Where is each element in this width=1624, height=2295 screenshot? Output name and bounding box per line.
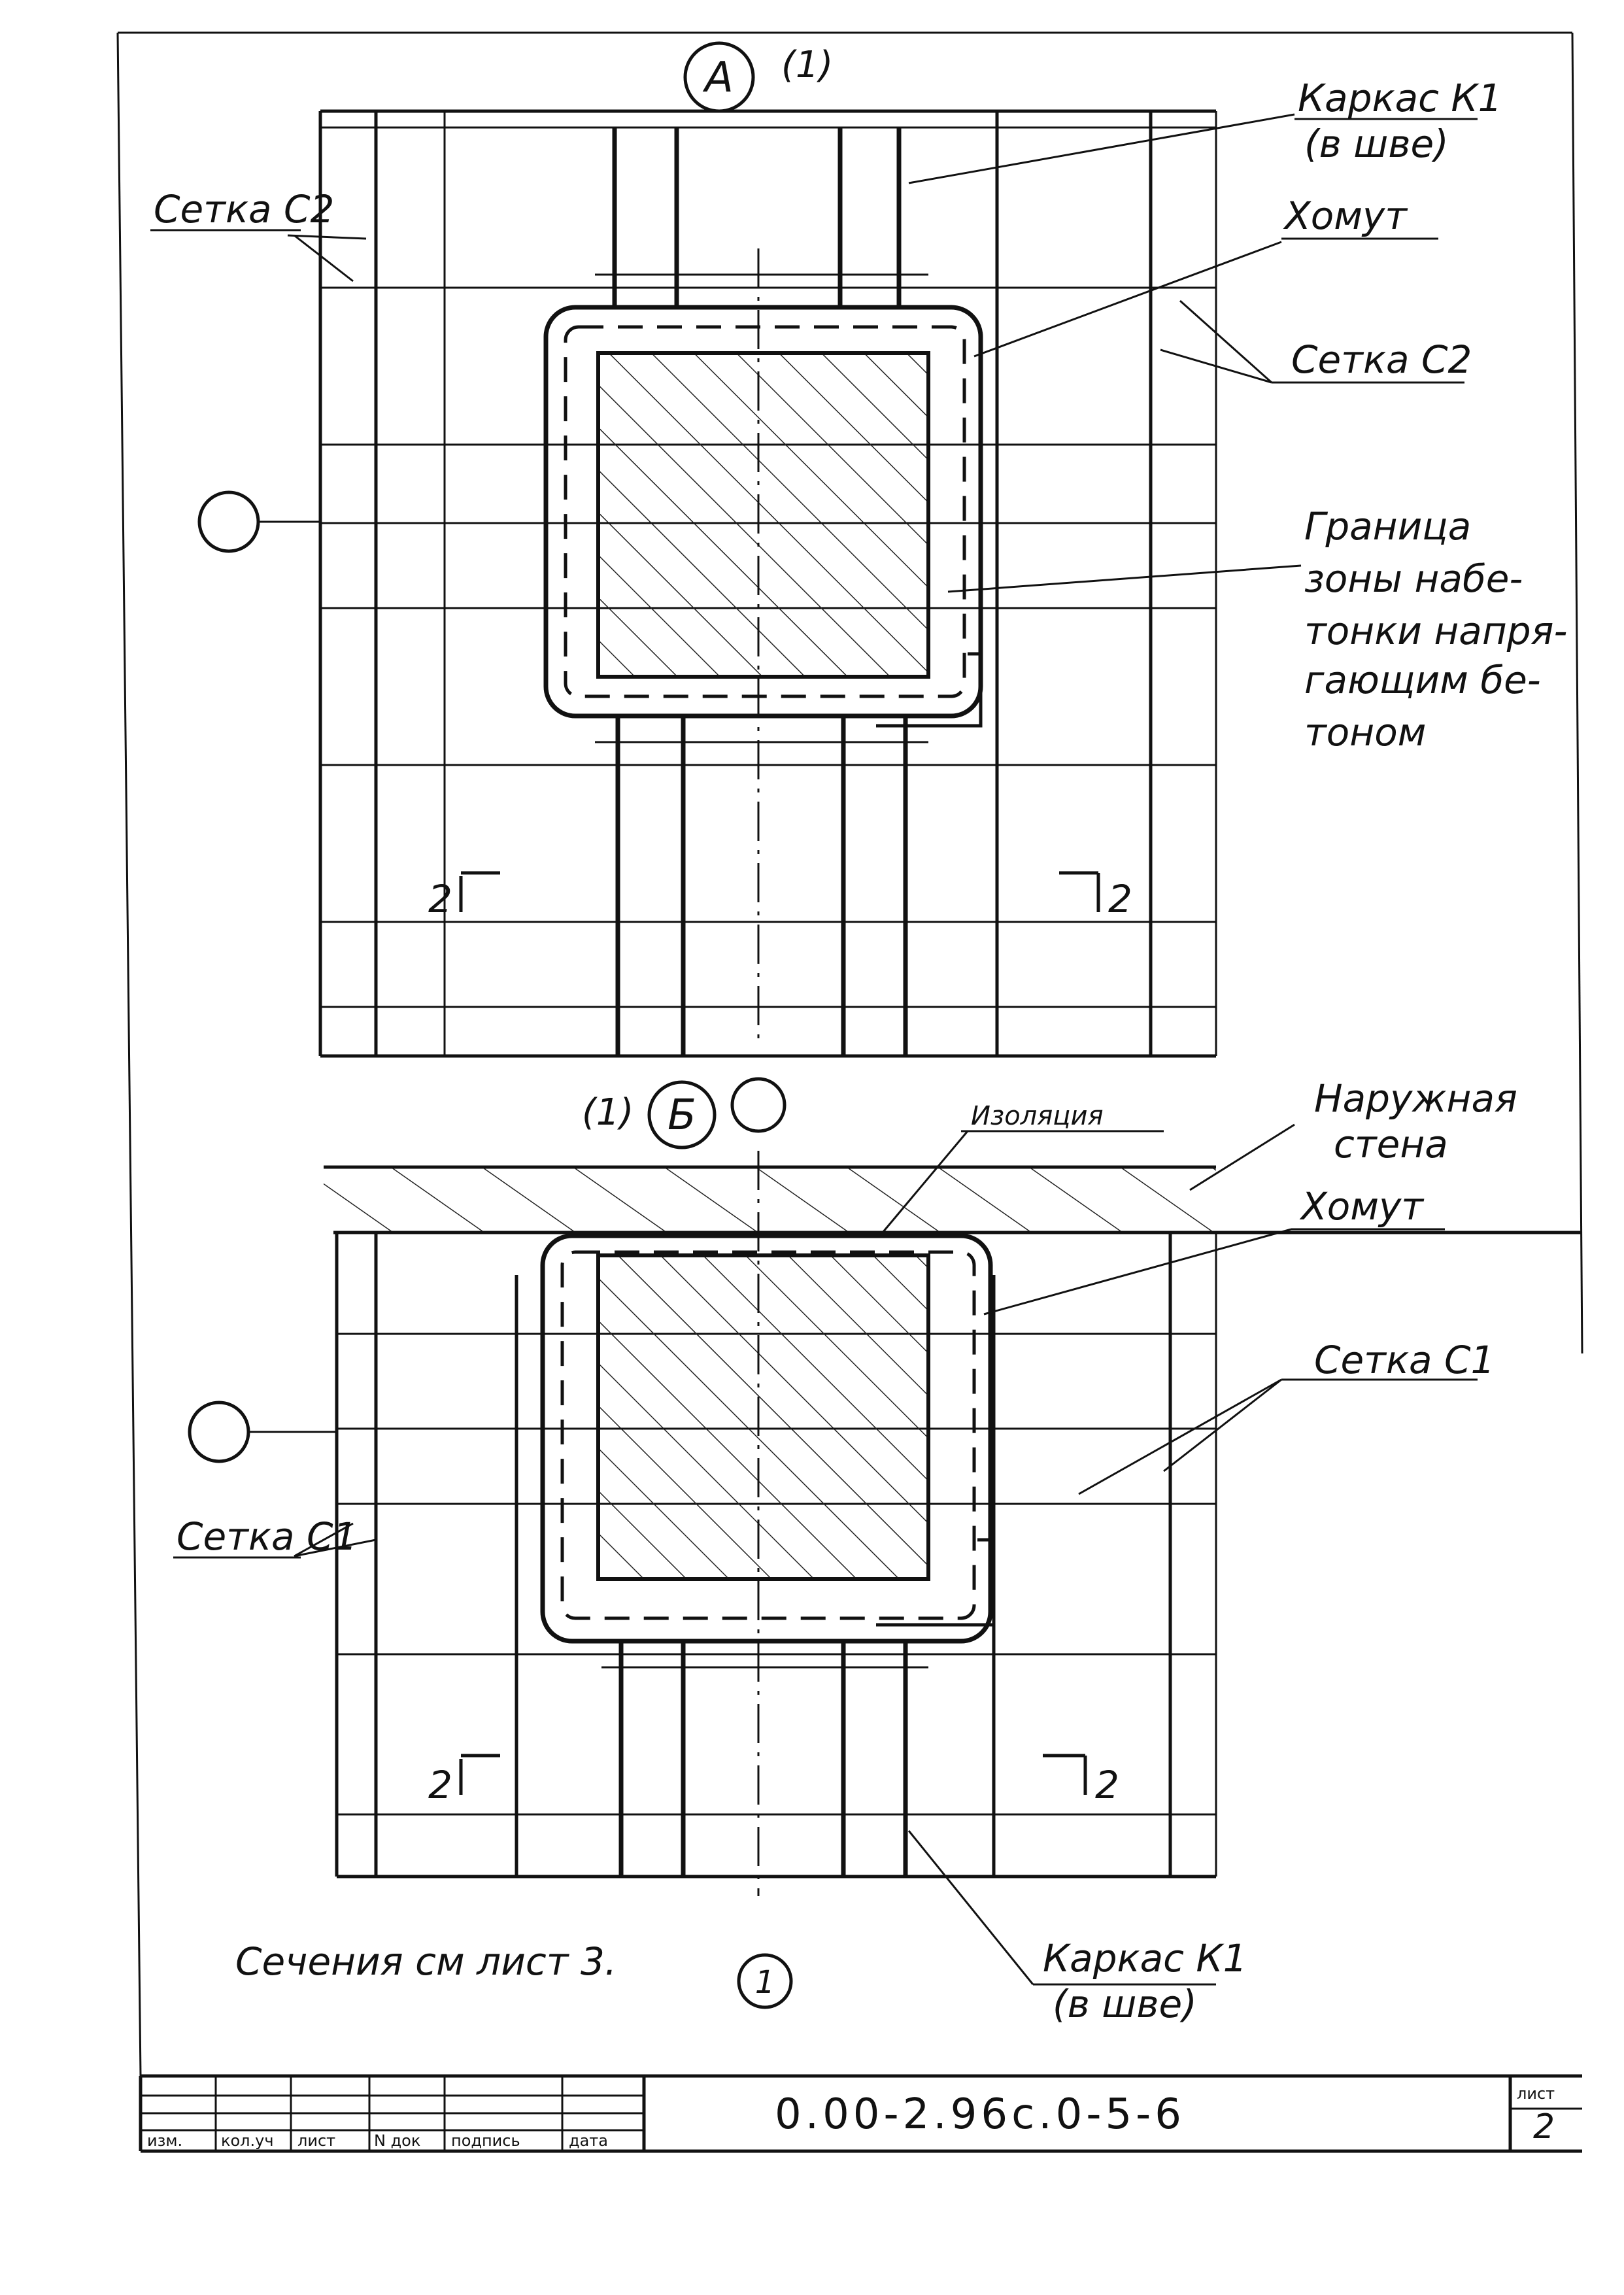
- view-b: (1) Б: [173, 1076, 1582, 2026]
- label-setka-c1-left: Сетка С1: [177, 1514, 357, 1559]
- tb-header-podpis: подпись: [451, 2132, 520, 2150]
- leaders-b: [294, 1123, 1295, 1986]
- label-karkas-k1-a: Каркас К1: [1298, 76, 1502, 120]
- label-granitsa-1: Граница: [1304, 504, 1471, 549]
- label-homut-b: Хомут: [1299, 1184, 1425, 1229]
- label-granitsa-5: тоном: [1304, 710, 1426, 755]
- axis-bubble-b: (1) Б: [582, 1077, 787, 1149]
- section-mark-right-a: 2: [1108, 877, 1132, 921]
- label-setka-c1-right: Сетка С1: [1314, 1338, 1495, 1382]
- concrete-column-b: [596, 1253, 930, 1581]
- axis-bubble-a: А (1): [683, 41, 833, 113]
- section-marks-b: 2 2: [428, 1754, 1119, 1807]
- mesh-grid-a: [318, 109, 1217, 1058]
- axis-bottom-b: 1: [755, 1964, 775, 2001]
- sheet-number: 2: [1533, 2107, 1555, 2147]
- leaders-a: [287, 113, 1302, 593]
- tb-header-kol-uch: кол.уч: [221, 2132, 274, 2150]
- sections-note: Сечения см лист 3.: [235, 1939, 617, 1984]
- tb-header-list: лист: [297, 2132, 335, 2150]
- section-mark-left-b: 2: [428, 1763, 452, 1807]
- labels-a: Каркас К1 (в шве) Сетка С2 Хомут Сетка С…: [150, 76, 1567, 755]
- label-setka-c2-left: Сетка С2: [154, 187, 334, 231]
- view-a: А (1): [150, 41, 1567, 1058]
- axis-note-a: (1): [781, 44, 833, 86]
- label-granitsa-4: гающим бе-: [1304, 658, 1541, 702]
- section-mark-left-a: 2: [428, 877, 452, 921]
- tb-header-izm: изм.: [147, 2132, 182, 2150]
- label-karkas-k1-note-a: (в шве): [1304, 122, 1449, 166]
- axis-letter-b: Б: [668, 1091, 696, 1140]
- concrete-column-a: [596, 351, 930, 679]
- label-naruzhnaya-2: стена: [1334, 1122, 1448, 1166]
- column-section-a: [497, 248, 1007, 1046]
- sheet-label: лист: [1517, 2084, 1555, 2103]
- section-marks-a: 2 2: [428, 871, 1132, 921]
- tb-header-data: дата: [569, 2132, 608, 2150]
- title-block: изм. кол.уч лист N док подпись дата 0.00…: [139, 2074, 1582, 2153]
- section-mark-right-b: 2: [1095, 1763, 1119, 1807]
- axis-bubble-left-a: [197, 490, 320, 553]
- label-setka-c2-right: Сетка С2: [1291, 337, 1472, 382]
- sheet-frame: [116, 31, 1583, 2077]
- label-naruzhnaya-1: Наружная: [1314, 1076, 1517, 1121]
- axis-bubble-left-b: [188, 1401, 337, 1463]
- label-homut-a: Хомут: [1283, 194, 1408, 238]
- exterior-wall: [324, 1165, 1582, 1234]
- column-section-b: [471, 1151, 996, 1896]
- axis-letter-a: А: [702, 54, 734, 102]
- axis-note-b: (1): [582, 1091, 634, 1134]
- tb-header-n-dok: N док: [374, 2132, 420, 2150]
- drawing-designation: 0.00-2.96с.0-5-6: [775, 2090, 1185, 2139]
- axis-bubble-bottom-b: 1: [737, 1953, 793, 2009]
- labels-b: Изоляция Наружная стена Хомут Сетка С1 С…: [173, 1076, 1517, 2026]
- label-granitsa-3: тонки напря-: [1304, 609, 1567, 653]
- label-granitsa-2: зоны набе-: [1304, 556, 1523, 601]
- label-karkas-k1-b: Каркас К1: [1043, 1936, 1247, 1980]
- label-karkas-k1-note-b: (в шве): [1053, 1982, 1197, 2026]
- label-izolyatsiya: Изоляция: [971, 1101, 1104, 1131]
